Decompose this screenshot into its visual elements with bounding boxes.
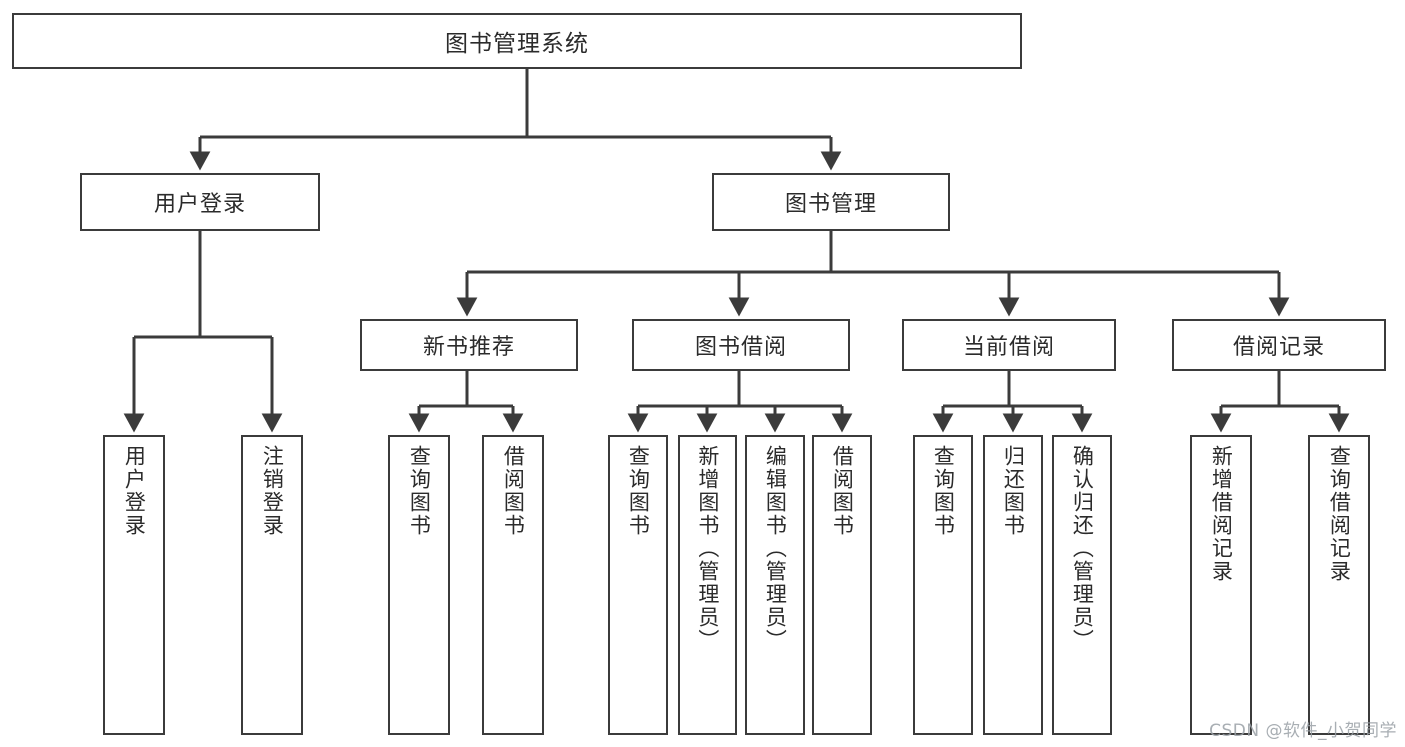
leaf-label: 用户登录 xyxy=(122,445,147,537)
leaf-node[interactable]: 用户登录 xyxy=(103,435,165,735)
node-new-book-recommend[interactable]: 新书推荐 xyxy=(360,319,578,371)
leaf-label: 新增借阅记录 xyxy=(1209,445,1234,583)
leaf-label: 查询图书 xyxy=(407,445,432,537)
node-book-management-label: 图书管理 xyxy=(784,192,877,217)
leaf-node[interactable]: 确认归还（管理员） xyxy=(1052,435,1112,735)
leaf-label: 归还图书 xyxy=(1001,445,1026,537)
leaf-label: 借阅图书 xyxy=(830,445,855,537)
node-user-login[interactable]: 用户登录 xyxy=(80,173,320,231)
node-root-system[interactable]: 图书管理系统 xyxy=(12,13,1022,69)
leaf-label: 查询借阅记录 xyxy=(1327,445,1352,583)
node-book-borrow[interactable]: 图书借阅 xyxy=(632,319,850,371)
leaf-node[interactable]: 归还图书 xyxy=(983,435,1043,735)
leaf-node[interactable]: 借阅图书 xyxy=(812,435,872,735)
node-current-borrow-label: 当前借阅 xyxy=(962,335,1055,360)
leaf-node[interactable]: 新增借阅记录 xyxy=(1190,435,1252,735)
node-borrow-records[interactable]: 借阅记录 xyxy=(1172,319,1386,371)
node-new-book-recommend-label: 新书推荐 xyxy=(422,335,515,360)
leaf-label: 查询图书 xyxy=(626,445,651,537)
leaf-node[interactable]: 新增图书（管理员） xyxy=(678,435,737,735)
leaf-label: 注销登录 xyxy=(260,445,285,537)
leaf-label: 新增图书（管理员） xyxy=(695,445,720,652)
node-user-login-label: 用户登录 xyxy=(153,192,246,217)
leaf-node[interactable]: 查询借阅记录 xyxy=(1308,435,1370,735)
leaf-label: 确认归还（管理员） xyxy=(1070,445,1095,652)
csdn-watermark: CSDN @软件_小贺同学 xyxy=(1209,721,1397,741)
leaf-node[interactable]: 查询图书 xyxy=(913,435,973,735)
leaf-node[interactable]: 查询图书 xyxy=(388,435,450,735)
node-root-label: 图书管理系统 xyxy=(445,31,589,57)
node-borrow-records-label: 借阅记录 xyxy=(1232,335,1325,360)
leaf-node[interactable]: 注销登录 xyxy=(241,435,303,735)
leaf-node[interactable]: 查询图书 xyxy=(608,435,668,735)
leaf-node[interactable]: 借阅图书 xyxy=(482,435,544,735)
node-book-management[interactable]: 图书管理 xyxy=(712,173,950,231)
node-current-borrow[interactable]: 当前借阅 xyxy=(902,319,1116,371)
leaf-node[interactable]: 编辑图书（管理员） xyxy=(745,435,805,735)
leaf-label: 编辑图书（管理员） xyxy=(763,445,788,652)
leaf-label: 借阅图书 xyxy=(501,445,526,537)
leaf-label: 查询图书 xyxy=(931,445,956,537)
node-book-borrow-label: 图书借阅 xyxy=(694,335,787,360)
